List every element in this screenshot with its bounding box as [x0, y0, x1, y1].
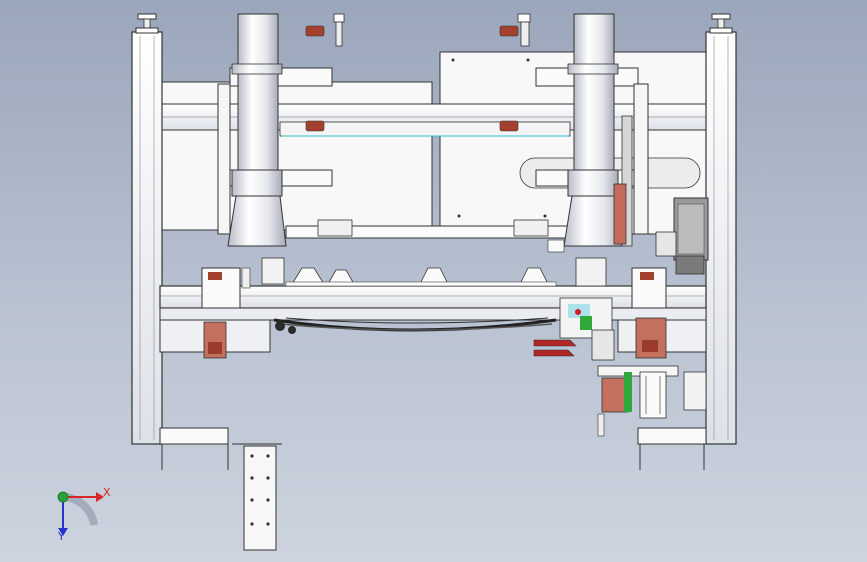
- vertical-cylinder-right: [563, 13, 623, 247]
- main-linear-rail: [159, 285, 707, 353]
- vertical-cylinder-left: [227, 13, 287, 247]
- leveling-foot-right: [709, 13, 733, 34]
- middle-bar: [285, 219, 569, 239]
- carriage-left: [201, 267, 251, 359]
- carriage-right: [631, 267, 667, 359]
- axis-y-label: Y: [58, 530, 65, 543]
- gripper-assembly: [533, 297, 615, 361]
- frame-column-left: [131, 31, 163, 445]
- mounting-plate-bottom: [232, 443, 282, 551]
- base-plate-right: [637, 427, 707, 470]
- leveling-foot-left: [135, 13, 159, 34]
- inner-post-right: [633, 83, 649, 235]
- air-fitting-rail-right: [499, 120, 519, 132]
- orientation-triad: [57, 491, 104, 536]
- motor-unit: [655, 197, 709, 275]
- lower-drive: [597, 365, 707, 437]
- axis-z-dot-icon: [57, 491, 69, 503]
- base-plate-left: [159, 427, 229, 470]
- rail-brackets: [261, 239, 607, 287]
- frame-column-right: [705, 31, 737, 445]
- air-fitting-top-left: [305, 13, 345, 47]
- cable-chain: [273, 317, 557, 334]
- inner-post-left: [217, 83, 231, 235]
- air-fitting-rail-left: [305, 120, 325, 132]
- motor-bracket-red: [613, 183, 627, 245]
- guide-strip-right: [621, 115, 633, 247]
- air-fitting-top-right: [499, 13, 531, 47]
- axis-x-label: X: [103, 486, 111, 499]
